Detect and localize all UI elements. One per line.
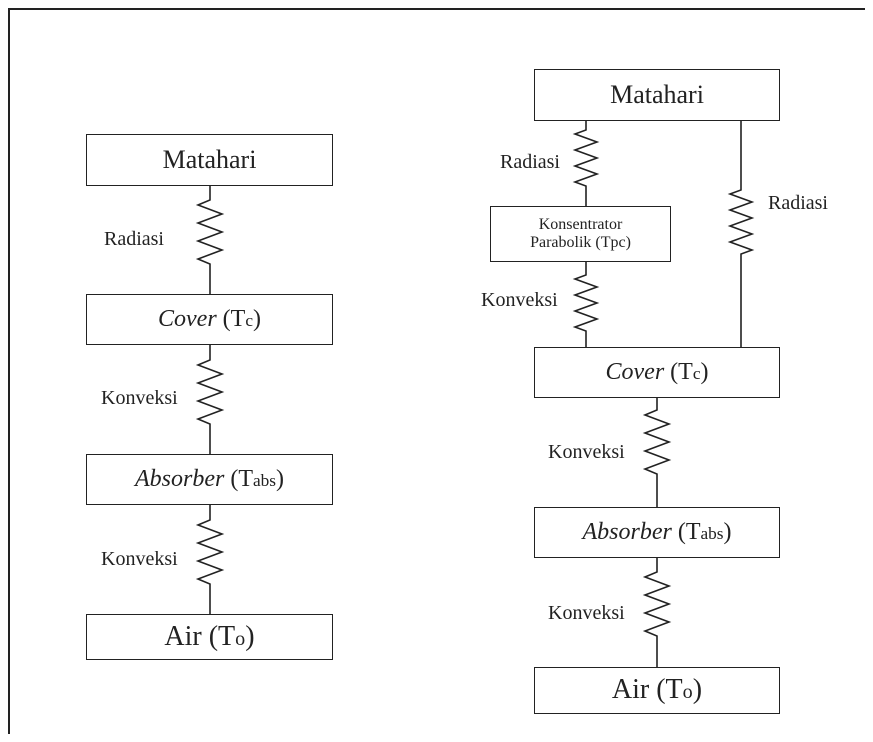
right-concentrator-box: Konsentrator Parabolik (Tpc) (490, 206, 671, 262)
right-concentrator-line2: Parabolik (Tpc) (530, 234, 631, 251)
left-konveksi-resistor-2 (195, 505, 225, 614)
left-cover-label: Cover (Tc) (158, 305, 261, 332)
right-radiasi-label-direct: Radiasi (768, 192, 828, 214)
left-konveksi-label-1: Konveksi (101, 387, 178, 409)
left-radiasi-resistor (195, 186, 225, 294)
left-radiasi-label: Radiasi (104, 228, 164, 250)
right-absorber-label: Absorber (Tabs) (582, 518, 732, 545)
right-radiasi-resistor-concentrator (572, 121, 600, 206)
right-konveksi-resistor-absorber (642, 558, 672, 667)
left-konveksi-resistor-1 (195, 345, 225, 454)
right-sun-box: Matahari (534, 69, 780, 121)
right-sun-label: Matahari (610, 80, 704, 110)
right-konveksi-resistor-cover (642, 398, 672, 507)
right-konveksi-resistor-concentrator (572, 262, 600, 347)
left-water-label: Air (To) (164, 620, 255, 652)
right-cover-label: Cover (Tc) (605, 358, 709, 385)
left-sun-box: Matahari (86, 134, 333, 186)
right-water-label: Air (To) (611, 674, 703, 706)
right-radiasi-label-concentrator: Radiasi (500, 151, 560, 173)
left-cover-box: Cover (Tc) (86, 294, 333, 345)
left-absorber-label: Absorber (Tabs) (134, 465, 284, 492)
right-konveksi-label-absorber: Konveksi (548, 602, 625, 624)
figure-frame (8, 8, 865, 734)
left-absorber-box: Absorber (Tabs) (86, 454, 333, 505)
right-konveksi-label-cover: Konveksi (548, 441, 625, 463)
right-konveksi-label-concentrator: Konveksi (481, 289, 558, 311)
right-absorber-box: Absorber (Tabs) (534, 507, 780, 558)
left-konveksi-label-2: Konveksi (101, 548, 178, 570)
right-radiasi-resistor-direct (727, 121, 755, 347)
right-water-box: Air (To) (534, 667, 780, 714)
right-concentrator-line1: Konsentrator (538, 215, 623, 233)
left-water-box: Air (To) (86, 614, 333, 660)
left-sun-label: Matahari (162, 145, 257, 175)
right-cover-box: Cover (Tc) (534, 347, 780, 398)
